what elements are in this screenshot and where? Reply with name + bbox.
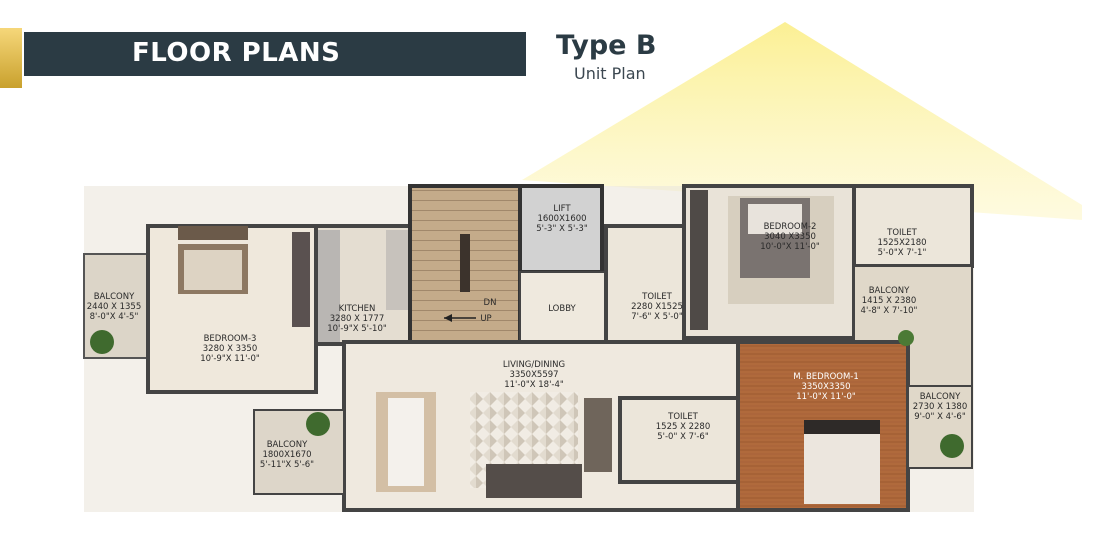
label-balcony-right-lower: BALCONY 2730 X 1380 9'-0" X 4'-6" xyxy=(912,392,968,422)
label-up: UP xyxy=(480,314,492,324)
balcony-left-room xyxy=(83,253,149,359)
toilet-top-right-room xyxy=(852,184,974,268)
title-bar xyxy=(24,32,526,76)
label-dn: DN xyxy=(483,298,497,308)
label-balcony-right-upper: BALCONY 1415 X 2380 4'-8" X 7'-10" xyxy=(860,286,918,316)
label-balcony-bottom-left: BALCONY 1800X1670 5'-11"X 5'-6" xyxy=(259,440,315,470)
unit-type-title: Type B xyxy=(556,30,657,61)
label-toilet-center: TOILET 2280 X1525 7'-6" X 5'-0" xyxy=(631,292,683,322)
label-bedroom-2: BEDROOM-2 3040 X3350 10'-0"X 11'-0" xyxy=(760,222,820,252)
label-kitchen: KITCHEN 3280 X 1777 10'-9"X 5'-10" xyxy=(327,304,387,334)
label-master-bedroom: M. BEDROOM-1 3350X3350 11'-0"X 11'-0" xyxy=(793,372,859,402)
label-toilet-bottom: TOILET 1525 X 2280 5'-0" X 7'-6" xyxy=(655,412,711,442)
gold-accent-tab xyxy=(0,28,22,88)
label-lift: LIFT 1600X1600 5'-3" X 5'-3" xyxy=(536,204,588,234)
toilet-center-room xyxy=(604,224,686,344)
label-toilet-top-right: TOILET 1525X2180 5'-0"X 7'-1" xyxy=(877,228,927,258)
lift-shaft xyxy=(518,184,604,274)
page-title: FLOOR PLANS xyxy=(132,38,341,68)
label-balcony-left: BALCONY 2440 X 1355 8'-0"X 4'-5" xyxy=(86,292,142,322)
label-living-dining: LIVING/DINING 3350X5597 11'-0"X 18'-4" xyxy=(502,360,566,390)
unit-type-subtitle: Unit Plan xyxy=(574,64,646,83)
label-lobby: LOBBY xyxy=(548,304,576,314)
label-bedroom-3: BEDROOM-3 3280 X 3350 10'-9"X 11'-0" xyxy=(200,334,260,364)
balcony-right-lower-room xyxy=(907,385,973,469)
